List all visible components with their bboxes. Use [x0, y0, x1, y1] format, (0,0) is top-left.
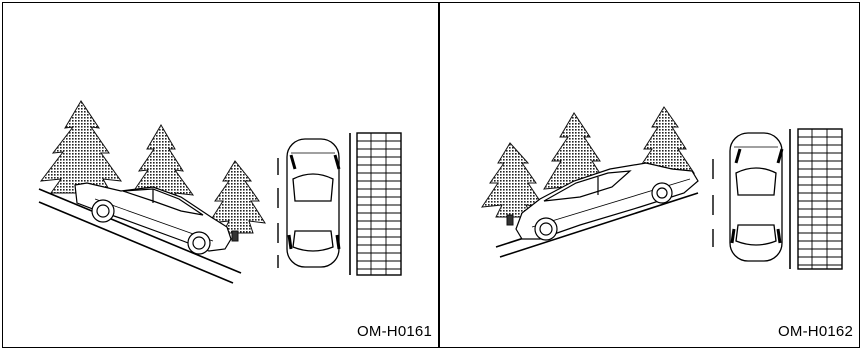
figure-panel-right: OM-H0162 — [439, 2, 860, 348]
figure-drawing-right — [440, 3, 859, 347]
figure-code: OM-H0162 — [778, 323, 853, 340]
brick-wall — [790, 129, 842, 269]
figure-code: OM-H0161 — [357, 323, 432, 340]
brick-wall — [350, 133, 401, 275]
car-top-view-icon — [287, 139, 339, 267]
figure-panel-left: OM-H0161 — [2, 2, 439, 348]
car-side-view-icon — [75, 183, 231, 254]
figure-drawing-left — [3, 3, 438, 347]
